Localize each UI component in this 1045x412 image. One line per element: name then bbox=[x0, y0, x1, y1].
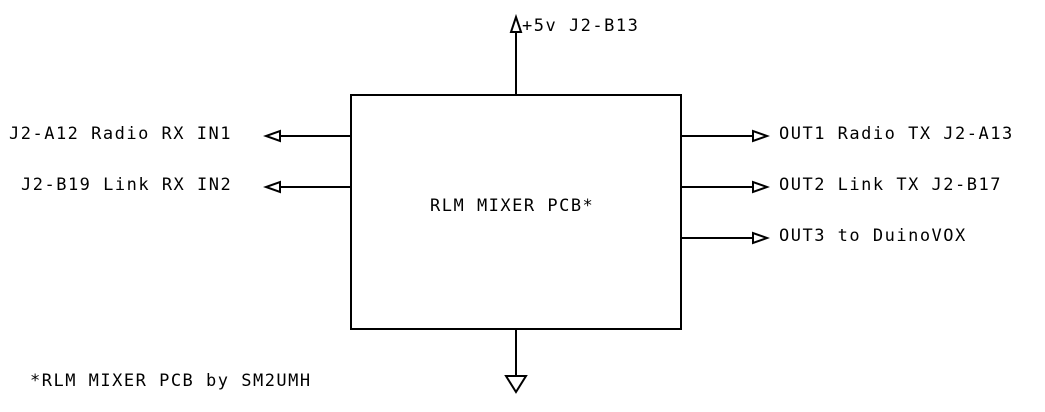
mixer-pcb-block bbox=[350, 94, 682, 330]
block-label: RLM MIXER PCB* bbox=[430, 196, 594, 216]
input-1-label: J2-A12 Radio RX IN1 bbox=[9, 124, 232, 144]
input-2-arrow-icon bbox=[263, 180, 281, 194]
output-3-label: OUT3 to DuinoVOX bbox=[779, 226, 967, 246]
output-2-label: OUT2 Link TX J2-B17 bbox=[779, 175, 1002, 195]
output-1-arrow-icon bbox=[752, 129, 770, 143]
output-2-arrow-icon bbox=[752, 180, 770, 194]
input-2-label: J2-B19 Link RX IN2 bbox=[21, 175, 232, 195]
input-1-arrow-icon bbox=[263, 129, 281, 143]
power-arrow-icon bbox=[509, 13, 523, 33]
power-label: +5v J2-B13 bbox=[522, 16, 639, 36]
footnote: *RLM MIXER PCB by SM2UMH bbox=[30, 371, 312, 391]
output-3-arrow-icon bbox=[752, 231, 770, 245]
output-1-label: OUT1 Radio TX J2-A13 bbox=[779, 124, 1014, 144]
ground-arrow-icon bbox=[504, 375, 528, 394]
